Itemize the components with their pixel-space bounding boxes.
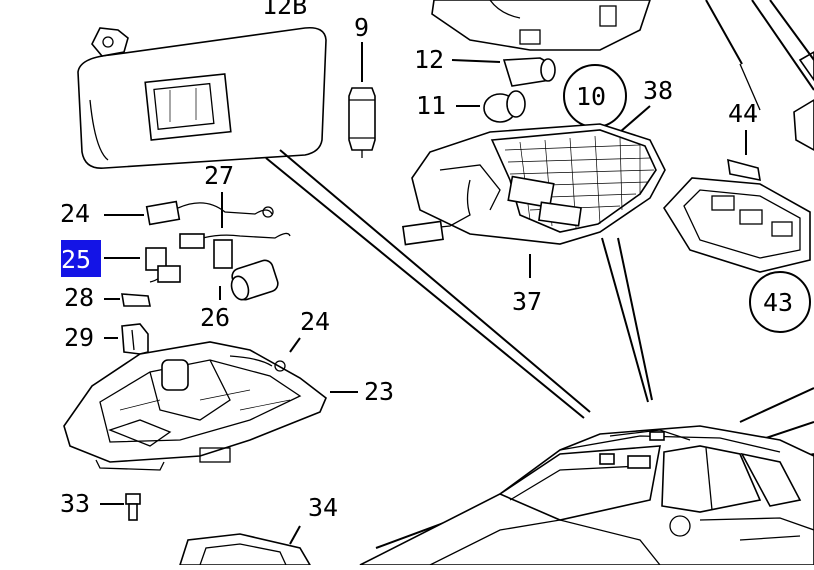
- wiring-harness-27[interactable]: [145, 200, 291, 302]
- callout-11: 11: [416, 91, 446, 120]
- clip-29[interactable]: [121, 323, 149, 355]
- callout-37: 37: [512, 287, 542, 316]
- interior-light-housing-37[interactable]: [402, 123, 666, 246]
- bulb-44[interactable]: [727, 158, 761, 182]
- bulb-28[interactable]: [121, 293, 151, 307]
- callout-9: 9: [354, 13, 369, 42]
- leader-light: [601, 237, 649, 403]
- leader-visor: [265, 157, 585, 419]
- reading-light-43[interactable]: [662, 177, 811, 273]
- callout-25-highlight: [61, 240, 101, 277]
- callout-29: 29: [64, 323, 94, 352]
- callout-27: 27: [204, 161, 234, 190]
- car-body: [359, 425, 814, 566]
- callout-10: 10: [576, 82, 606, 111]
- callout-24-top: 24: [60, 199, 90, 228]
- bulb-11[interactable]: [483, 90, 526, 123]
- callout-28: 28: [64, 283, 94, 312]
- leader-reading: [739, 387, 814, 423]
- roof-console-23[interactable]: [63, 341, 327, 471]
- callout-12: 12: [414, 45, 444, 74]
- callout-24-lower: 24: [300, 307, 330, 336]
- partial-part-right: [793, 51, 814, 151]
- callout-33: 33: [60, 489, 90, 518]
- bulb-12[interactable]: [502, 57, 556, 87]
- callout-34: 34: [308, 493, 338, 522]
- windshield-edge: [705, 0, 814, 111]
- callout-38: 38: [643, 76, 673, 105]
- roof-console-top: [431, 0, 651, 51]
- socket-25[interactable]: [145, 247, 181, 283]
- callout-26: 26: [200, 303, 230, 332]
- callout-43: 43: [763, 288, 793, 317]
- callout-44: 44: [728, 99, 758, 128]
- screw-33[interactable]: [125, 493, 141, 521]
- callout-43-circle: [749, 271, 811, 333]
- callout-25: 25: [61, 245, 91, 274]
- callout-23: 23: [364, 377, 394, 406]
- part-34[interactable]: [178, 533, 312, 566]
- callout-12b: 12B: [262, 0, 307, 20]
- sun-visor[interactable]: [77, 26, 327, 169]
- festoon-bulb-9[interactable]: [348, 42, 376, 158]
